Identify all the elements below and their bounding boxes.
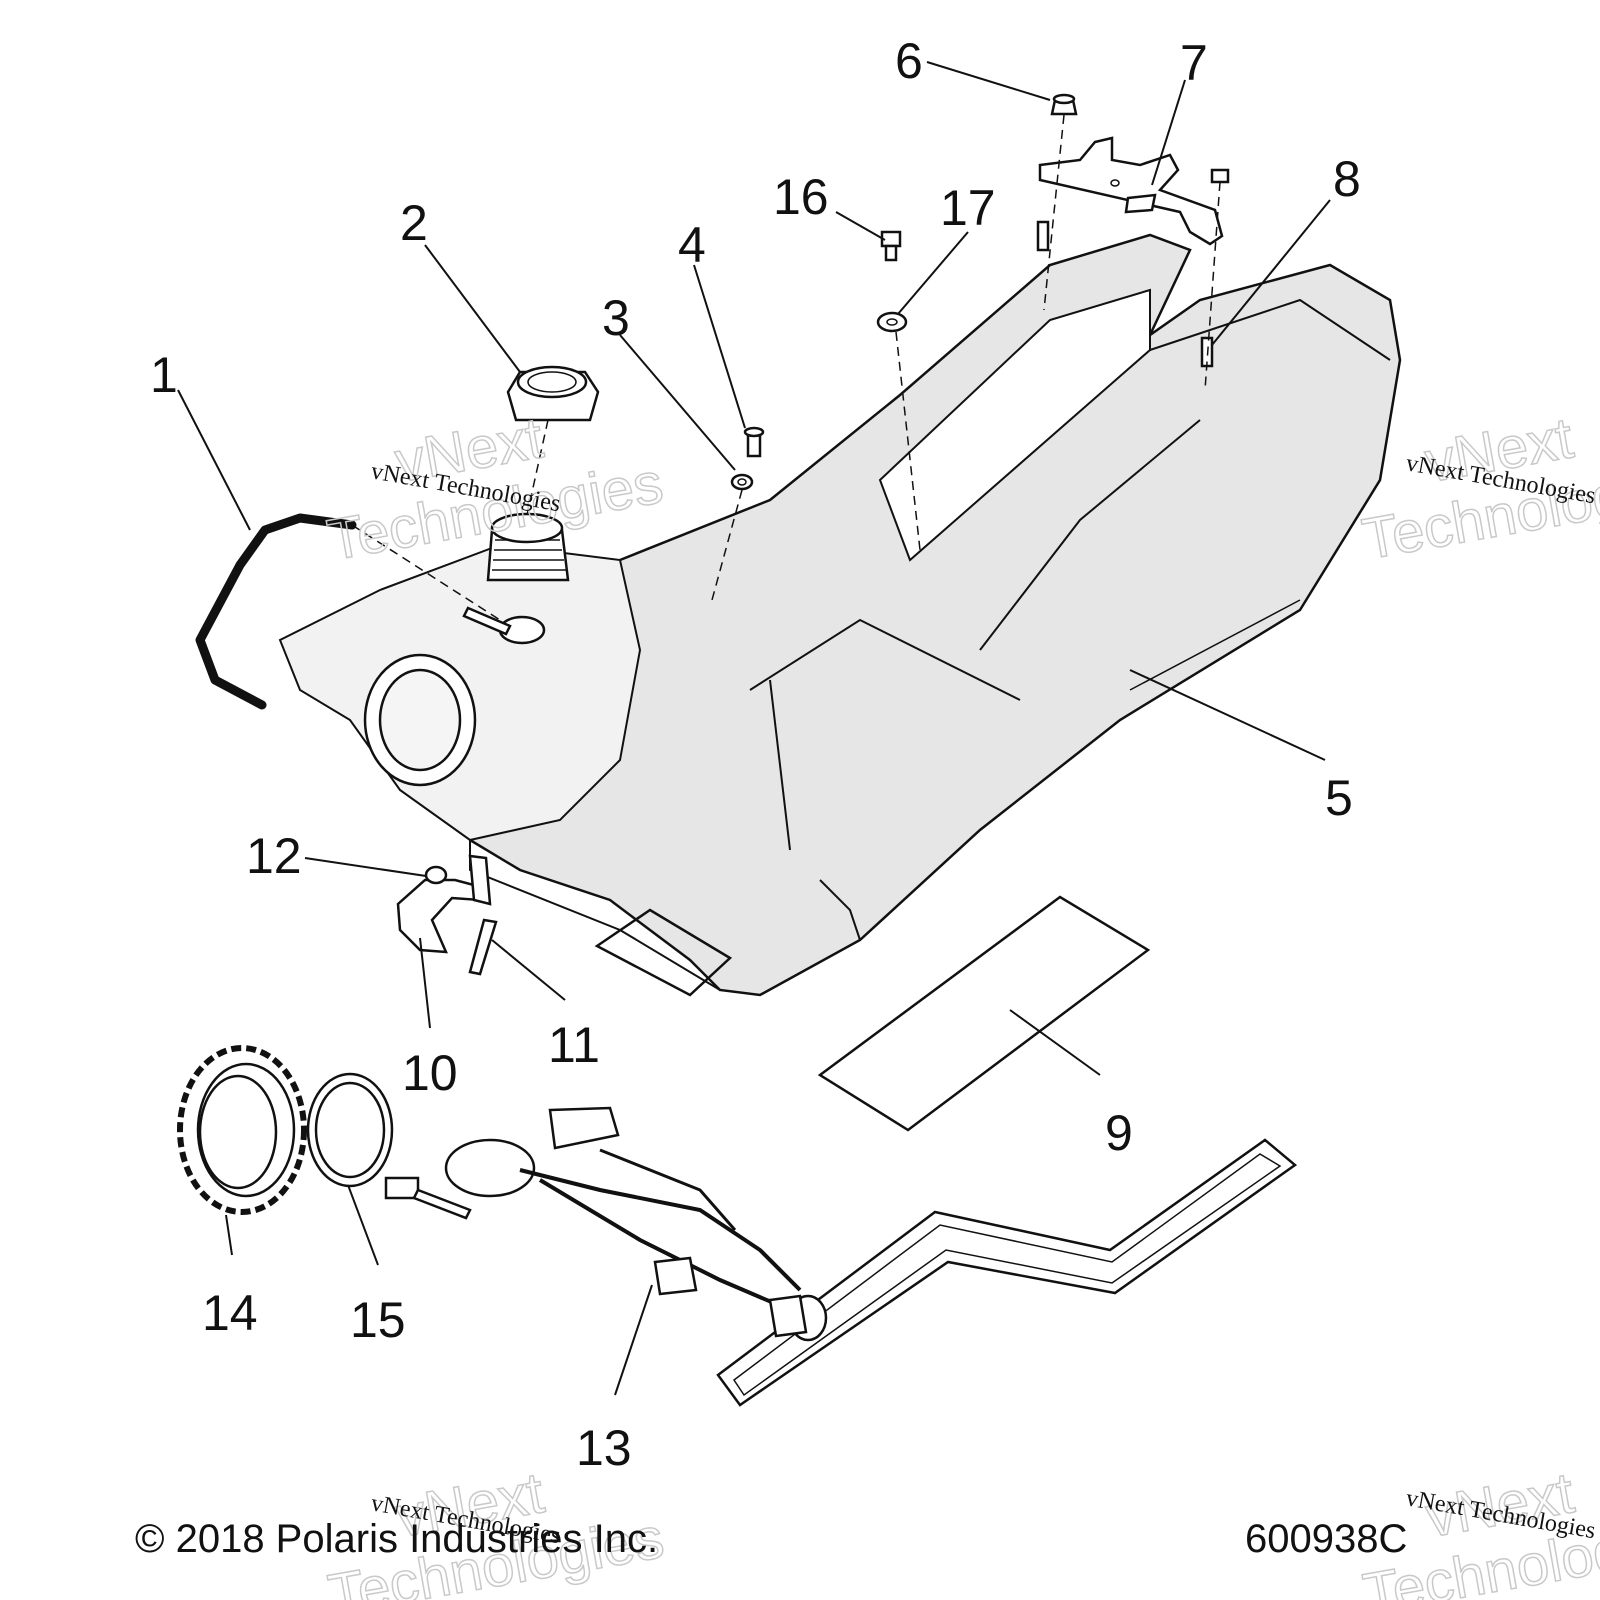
callout-7: 7 (1180, 35, 1208, 91)
callout-4: 4 (678, 217, 706, 273)
fuel-cap-part-2 (506, 365, 600, 422)
callout-13: 13 (576, 1420, 632, 1476)
gasket-part-15 (306, 1072, 394, 1188)
callout-17: 17 (940, 180, 996, 236)
callout-9: 9 (1105, 1105, 1133, 1161)
bracket-part-7 (1038, 136, 1230, 246)
callout-10: 10 (402, 1045, 458, 1101)
bolt-part-11 (468, 918, 498, 976)
callout-12: 12 (246, 828, 302, 884)
diagram-number: 600938C (1245, 1517, 1407, 1561)
fuel-pump-part-13 (384, 1106, 828, 1342)
callout-1: 1 (150, 347, 178, 403)
nut-part-12 (424, 865, 448, 885)
bolt-part-16 (880, 230, 902, 262)
leader-lines (177, 61, 1331, 1396)
callout-11: 11 (548, 1017, 600, 1073)
callout-labels: 1 2 3 4 5 6 7 8 9 10 11 12 13 14 15 16 1… (150, 33, 1361, 1476)
callout-15: 15 (350, 1292, 406, 1348)
callout-2: 2 (400, 195, 428, 251)
callout-14: 14 (202, 1285, 258, 1341)
callout-8: 8 (1333, 151, 1361, 207)
decal-part-9 (594, 895, 1298, 1407)
pin-part-4 (743, 426, 765, 458)
nut-part-6 (1050, 93, 1078, 116)
vent-hose-part-1 (195, 513, 357, 710)
washer-part-3 (730, 473, 754, 491)
lock-ring-part-14 (177, 1045, 307, 1215)
assembly-lines (351, 114, 1221, 621)
washer-part-17 (876, 311, 908, 333)
callout-5: 5 (1325, 770, 1353, 826)
callout-3: 3 (602, 290, 630, 346)
callout-16: 16 (773, 169, 829, 225)
clamp-part-10 (396, 854, 492, 954)
copyright-text: © 2018 Polaris Industries Inc. (135, 1517, 658, 1561)
callout-6: 6 (895, 33, 923, 89)
